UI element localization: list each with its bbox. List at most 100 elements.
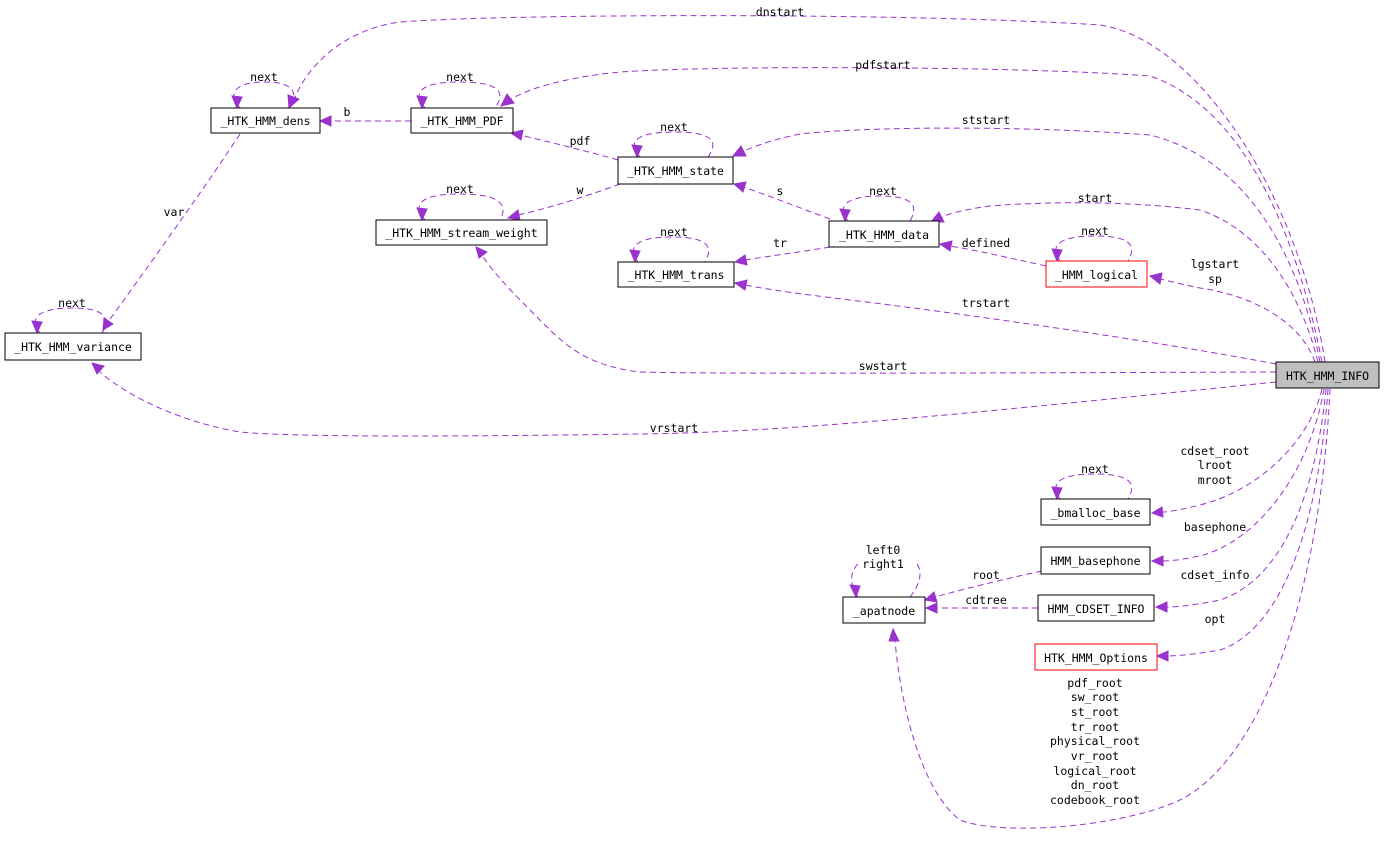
label-right1: right1	[862, 557, 904, 571]
node-htk-hmm-stream-weight[interactable]: _HTK_HMM_stream_weight	[375, 219, 548, 246]
label-next-state: next	[660, 120, 688, 134]
edge-swstart	[475, 246, 1277, 374]
label-next-data: next	[869, 184, 897, 198]
label-logical-root: logical_root	[1053, 764, 1136, 778]
edge-next-data	[839, 195, 915, 223]
label-physical-root: physical_root	[1050, 734, 1140, 748]
label-cdtree: cdtree	[965, 593, 1007, 607]
label-vrstart: vrstart	[650, 421, 698, 435]
label-next-pdf: next	[446, 70, 474, 84]
label-cdset-root: cdset_root	[1180, 444, 1249, 458]
node-htk-hmm-trans[interactable]: _HTK_HMM_trans	[617, 261, 735, 288]
label-pdfstart: pdfstart	[855, 58, 910, 72]
node-htk-hmm-variance[interactable]: _HTK_HMM_variance	[4, 332, 142, 361]
edge-next-bmalloc	[1051, 473, 1133, 501]
svg-text:_HMM_logical: _HMM_logical	[1055, 268, 1138, 282]
edge-left0-right1	[849, 561, 921, 599]
node-htk-hmm-state[interactable]: _HTK_HMM_state	[617, 156, 734, 185]
edge-opt	[1155, 388, 1329, 662]
edge-basephone	[1150, 388, 1325, 567]
label-b: b	[344, 105, 351, 119]
label-pdf: pdf	[570, 134, 591, 148]
svg-text:_bmalloc_base: _bmalloc_base	[1050, 506, 1140, 520]
label-s: s	[777, 184, 784, 198]
label-pdf-root: pdf_root	[1067, 676, 1122, 690]
node-htk-hmm-info[interactable]: HTK_HMM_INFO	[1275, 361, 1380, 389]
edge-b	[318, 115, 412, 127]
node-htk-hmm-data[interactable]: _HTK_HMM_data	[828, 220, 940, 248]
edge-roots	[888, 388, 1331, 829]
node-hmm-basephone[interactable]: HMM_basephone	[1040, 546, 1151, 575]
label-next-variance: next	[58, 296, 86, 310]
edge-next-variance	[31, 307, 107, 335]
label-codebook-root: codebook_root	[1050, 793, 1140, 807]
svg-text:_HTK_HMM_trans: _HTK_HMM_trans	[628, 268, 725, 282]
label-next-trans: next	[660, 225, 688, 239]
label-start: start	[1078, 191, 1113, 205]
label-sp: sp	[1208, 272, 1222, 286]
edge-next-pdf	[416, 81, 501, 110]
label-w: w	[577, 183, 584, 197]
edge-tr	[733, 246, 831, 266]
node-htk-hmm-pdf[interactable]: _HTK_HMM_PDF	[410, 107, 514, 134]
svg-text:_apatnode: _apatnode	[853, 604, 915, 618]
svg-text:HMM_basephone: HMM_basephone	[1050, 554, 1140, 568]
edge-var	[102, 133, 241, 331]
node-apatnode[interactable]: _apatnode	[842, 596, 926, 624]
edge-next-trans	[629, 236, 710, 264]
label-var: var	[164, 205, 185, 219]
svg-text:HMM_CDSET_INFO: HMM_CDSET_INFO	[1048, 602, 1145, 616]
label-opt: opt	[1205, 612, 1226, 626]
label-tr: tr	[773, 236, 787, 250]
edge-trstart	[733, 279, 1277, 365]
edge-pdf	[509, 129, 619, 161]
label-lgstart: lgstart	[1191, 257, 1239, 271]
edge-cdset-info	[1154, 388, 1327, 613]
edge-pdfstart	[500, 67, 1323, 363]
svg-text:_HTK_HMM_dens: _HTK_HMM_dens	[220, 114, 310, 128]
edge-vrstart	[91, 362, 1277, 437]
label-next-stream: next	[446, 182, 474, 196]
edge-dnstart	[287, 15, 1326, 363]
edge-w	[506, 183, 621, 221]
edge-lgstart-sp	[1148, 272, 1316, 363]
node-hmm-logical[interactable]: _HMM_logical	[1045, 260, 1148, 288]
label-mroot: mroot	[1198, 473, 1233, 487]
edge-ststart	[731, 127, 1321, 363]
edge-next-stream	[416, 193, 504, 222]
svg-text:_HTK_HMM_stream_weight: _HTK_HMM_stream_weight	[385, 226, 537, 240]
label-st-root: st_root	[1071, 705, 1119, 719]
node-htk-hmm-options[interactable]: HTK_HMM_Options	[1034, 643, 1158, 671]
node-hmm-cdset-info[interactable]: HMM_CDSET_INFO	[1037, 594, 1155, 622]
label-vr-root: vr_root	[1071, 749, 1119, 763]
edge-root	[923, 570, 1043, 603]
label-defined: defined	[962, 236, 1010, 250]
label-trstart: trstart	[962, 296, 1010, 310]
label-dnstart: dnstart	[756, 5, 804, 19]
label-tr-root: tr_root	[1071, 720, 1119, 734]
edge-next-logical	[1051, 235, 1133, 263]
label-sw-root: sw_root	[1071, 690, 1119, 704]
label-dn-root: dn_root	[1071, 778, 1119, 792]
label-ststart: ststart	[962, 113, 1010, 127]
label-next-dens: next	[250, 70, 278, 84]
edge-cdtree	[924, 602, 1039, 614]
edge-next-dens	[231, 81, 295, 110]
edge-s	[732, 181, 831, 220]
label-left0: left0	[866, 543, 901, 557]
svg-text:HTK_HMM_INFO: HTK_HMM_INFO	[1286, 369, 1369, 383]
edge-defined	[938, 240, 1047, 267]
edge-next-state	[631, 131, 714, 159]
label-next-bmalloc: next	[1081, 462, 1109, 476]
node-htk-hmm-dens[interactable]: _HTK_HMM_dens	[210, 107, 321, 134]
label-next-logical: next	[1081, 224, 1109, 238]
svg-text:_HTK_HMM_PDF: _HTK_HMM_PDF	[420, 114, 503, 128]
label-lroot: lroot	[1198, 458, 1233, 472]
label-root: root	[972, 568, 1000, 582]
label-cdset-info: cdset_info	[1180, 568, 1249, 582]
node-bmalloc-base[interactable]: _bmalloc_base	[1040, 498, 1151, 526]
svg-text:_HTK_HMM_data: _HTK_HMM_data	[839, 228, 929, 242]
svg-text:_HTK_HMM_variance: _HTK_HMM_variance	[14, 340, 132, 354]
label-swstart: swstart	[859, 359, 907, 373]
